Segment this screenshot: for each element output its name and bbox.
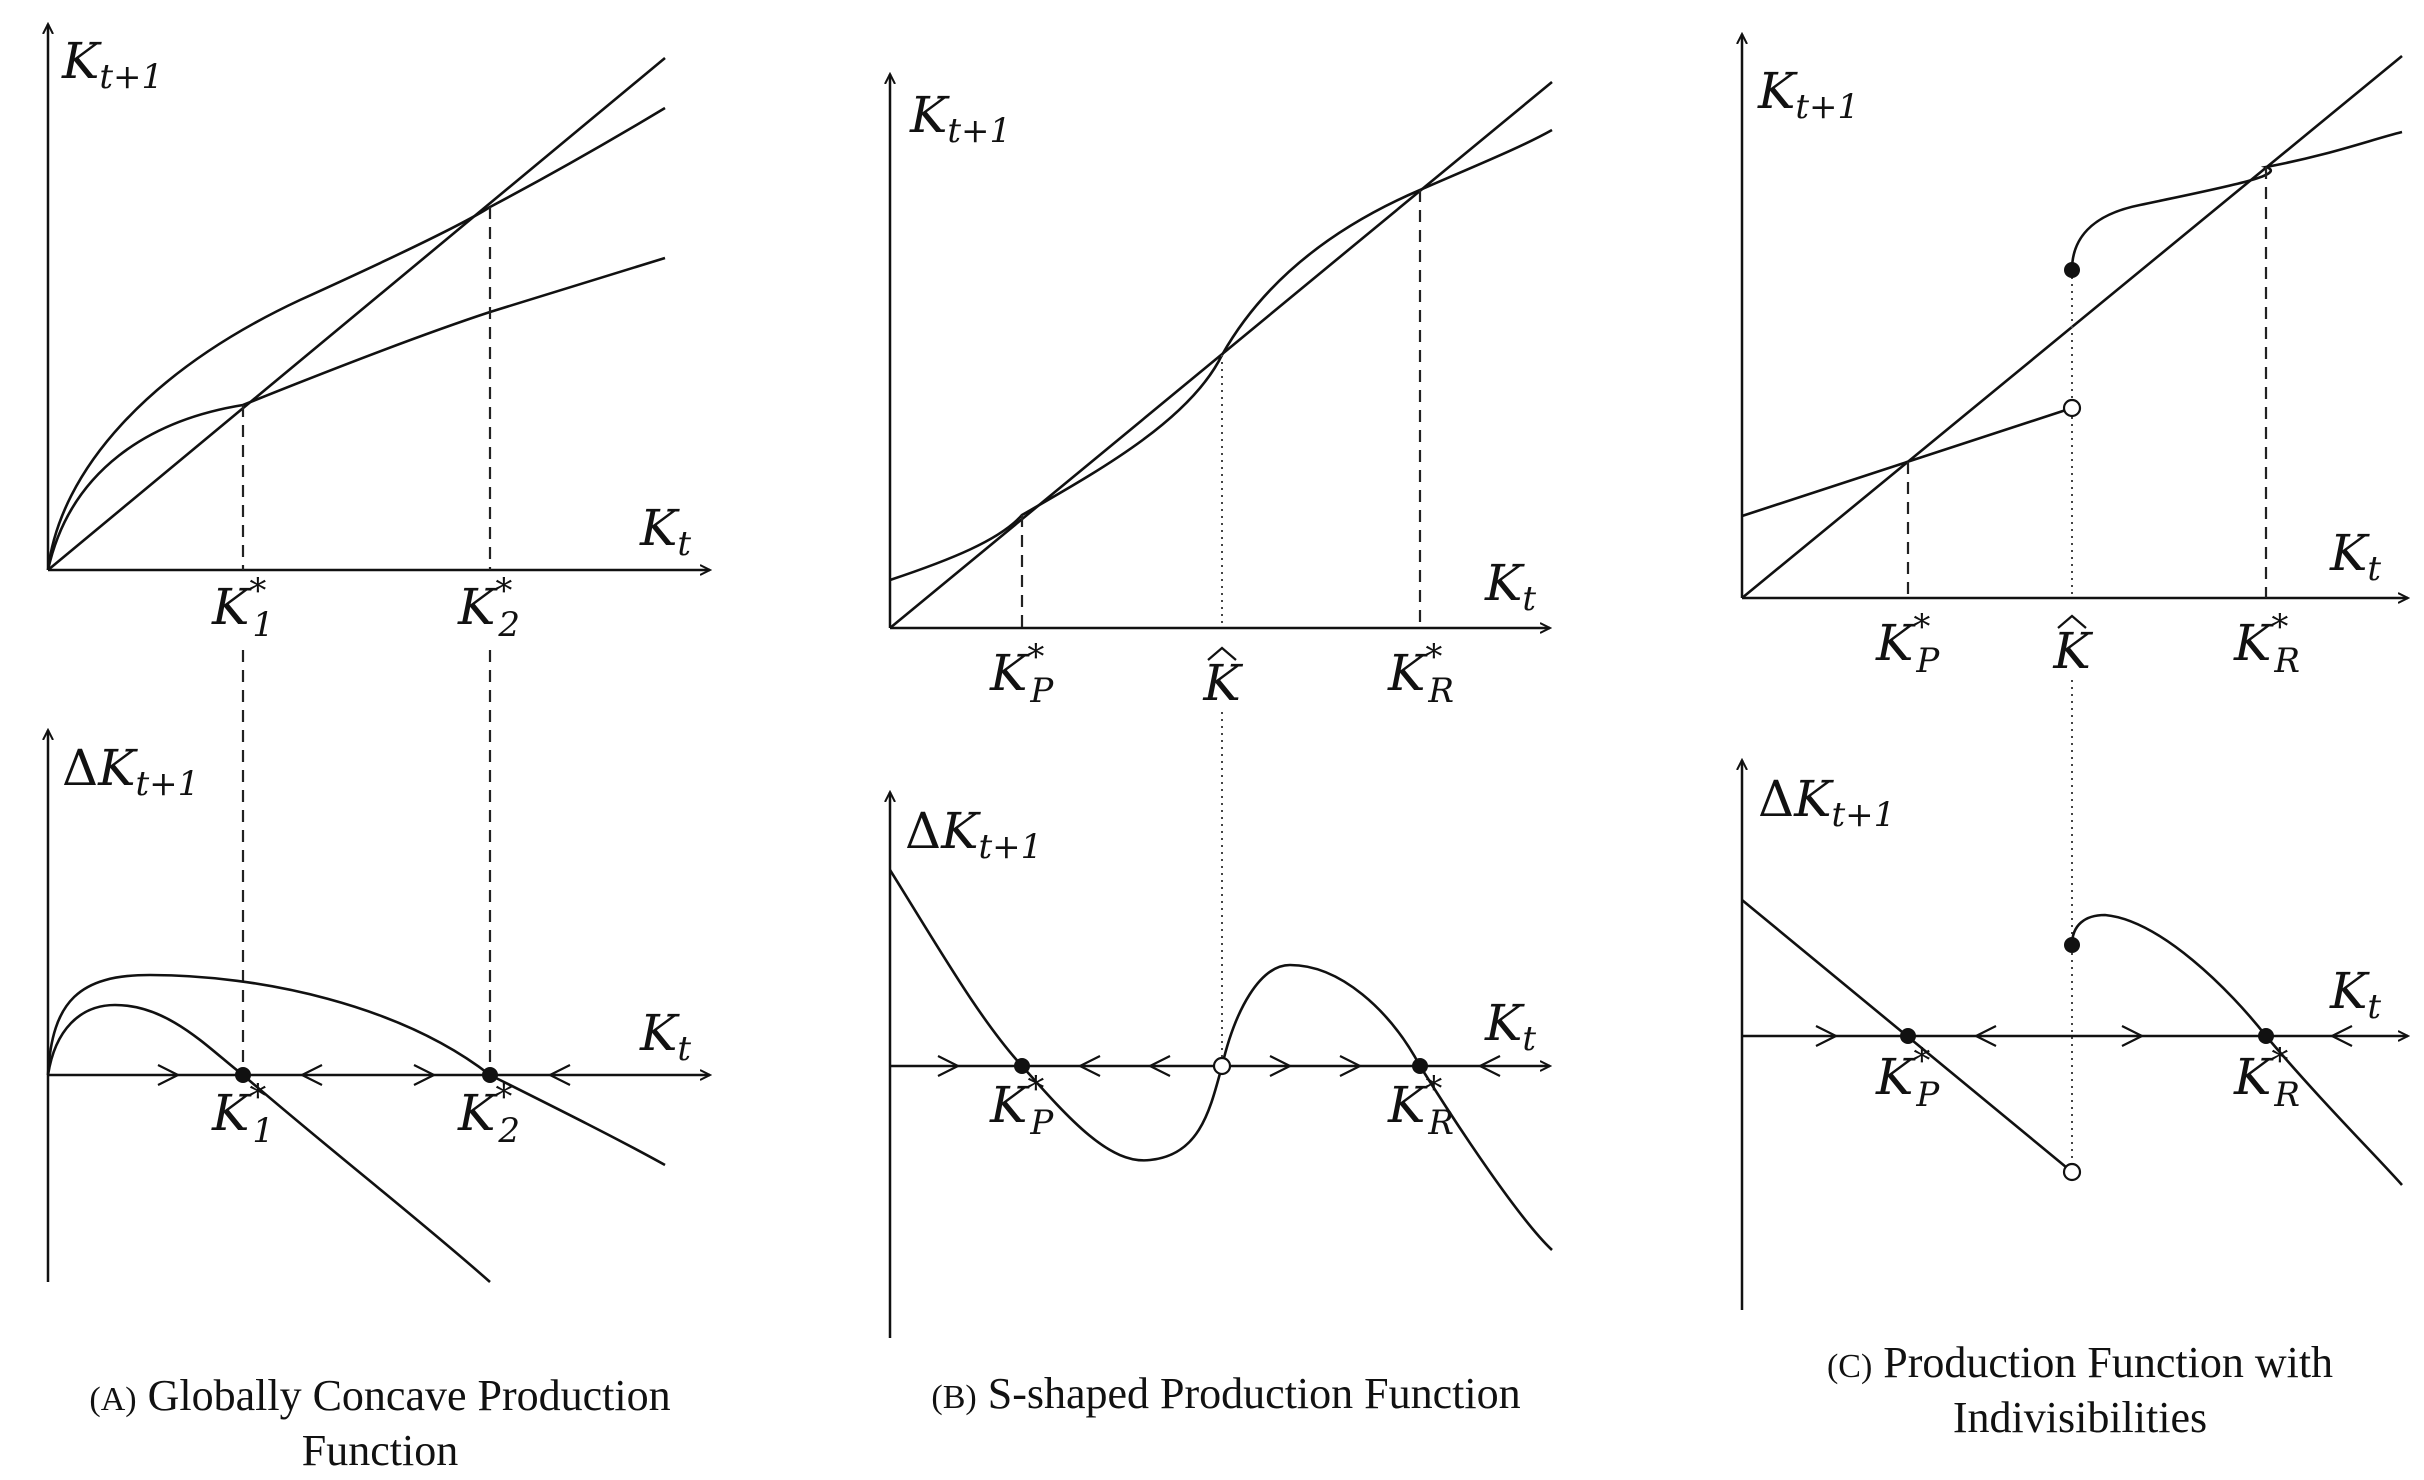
flow-arrow bbox=[299, 1064, 323, 1086]
label-kp-top: K*P bbox=[1875, 607, 1940, 681]
panel-a-top: Kt+1 Kt K*1 K*2 bbox=[48, 24, 710, 645]
label-x-bottom: Kt bbox=[2329, 962, 2381, 1027]
production-curve-low bbox=[46, 256, 666, 571]
flow-arrow bbox=[937, 1055, 961, 1077]
jump-open-bottom bbox=[2062, 1162, 2082, 1182]
label-kr-bottom: K*R bbox=[1387, 1069, 1454, 1143]
flow-arrow bbox=[1077, 1055, 1101, 1077]
caption-a-line1: (A) Globally Concave Production bbox=[89, 1371, 670, 1420]
label-y-top: Kt+1 bbox=[909, 86, 1011, 151]
label-y-top: Kt+1 bbox=[61, 32, 163, 97]
label-y-bottom: ΔKt+1 bbox=[62, 739, 199, 804]
panel-c: Kt+1 Kt K*P K K*R ΔKt+1 Kt K*P K*R (C bbox=[1742, 34, 2408, 1442]
panel-a: Kt+1 Kt K*1 K*2 ΔKt+1 Kt K*1 K*2 (A) Glo… bbox=[48, 24, 710, 1475]
caption-c-line2: Indivisibilities bbox=[1953, 1393, 2207, 1442]
label-x-bottom: Kt bbox=[639, 1004, 691, 1069]
line-45deg bbox=[47, 56, 666, 572]
label-y-bottom: ΔKt+1 bbox=[1758, 770, 1895, 835]
hat-icon bbox=[1207, 646, 1237, 661]
production-curve-high bbox=[46, 106, 666, 571]
panel-c-top: Kt+1 Kt K*P K K*R bbox=[1742, 34, 2408, 681]
flow-arrow bbox=[1339, 1055, 1363, 1077]
panel-b-top: Kt+1 Kt K*P K K*R bbox=[890, 74, 1553, 712]
label-kr-top: K*R bbox=[1387, 637, 1454, 711]
label-kp-top: K*P bbox=[989, 637, 1054, 711]
flow-arrow bbox=[157, 1064, 181, 1086]
delta-curve-high bbox=[46, 973, 666, 1167]
label-y-top: Kt+1 bbox=[1757, 62, 1859, 127]
flow-arrow bbox=[2329, 1025, 2353, 1047]
steady-state-kr bbox=[2258, 1028, 2274, 1044]
delta-curve-low bbox=[46, 1003, 491, 1283]
production-upper-segment bbox=[2070, 130, 2403, 271]
label-x-bottom: Kt bbox=[1484, 994, 1536, 1059]
steady-state-k1 bbox=[235, 1067, 251, 1083]
label-k2-top: K*2 bbox=[457, 571, 520, 645]
flow-arrow bbox=[1815, 1025, 1839, 1047]
panel-a-bottom: ΔKt+1 Kt K*1 K*2 bbox=[46, 730, 710, 1283]
caption-c-line1: (C) Production Function with bbox=[1827, 1338, 2333, 1387]
hat-icon bbox=[2057, 614, 2087, 629]
panel-b-bottom: ΔKt+1 Kt K*P K*R bbox=[890, 792, 1553, 1338]
jump-open-top bbox=[2062, 398, 2082, 418]
steady-state-kp bbox=[1014, 1058, 1030, 1074]
panel-b: Kt+1 Kt K*P K K*R ΔKt+1 Kt K*P K*R (B bbox=[890, 74, 1553, 1418]
caption-a-line2: Function bbox=[302, 1426, 458, 1475]
flow-arrow bbox=[2121, 1025, 2145, 1047]
label-k2-bottom: K*2 bbox=[457, 1077, 520, 1151]
jump-filled-bottom bbox=[2064, 937, 2080, 953]
label-kr-bottom: K*R bbox=[2233, 1041, 2300, 1115]
label-khat-top: K bbox=[2052, 622, 2093, 680]
steady-state-kr bbox=[1412, 1058, 1428, 1074]
label-k1-bottom: K*1 bbox=[211, 1077, 274, 1151]
label-y-bottom: ΔKt+1 bbox=[905, 802, 1042, 867]
caption-b-line1: (B) S-shaped Production Function bbox=[931, 1369, 1520, 1418]
panel-c-bottom: ΔKt+1 Kt K*P K*R bbox=[1742, 760, 2408, 1310]
delta-upper-segment bbox=[2070, 913, 2403, 1186]
flow-arrow bbox=[413, 1064, 437, 1086]
label-x-top: Kt bbox=[639, 499, 691, 564]
steady-state-kp bbox=[1900, 1028, 1916, 1044]
label-kr-top: K*R bbox=[2233, 607, 2300, 681]
flow-arrow bbox=[1973, 1025, 1997, 1047]
label-k1-top: K*1 bbox=[211, 571, 274, 645]
flow-arrow bbox=[1269, 1055, 1293, 1077]
flow-arrow bbox=[1477, 1055, 1501, 1077]
label-kp-bottom: K*P bbox=[1875, 1041, 1940, 1115]
jump-filled-top bbox=[2064, 262, 2080, 278]
steady-state-k2 bbox=[482, 1067, 498, 1083]
unstable-khat bbox=[1212, 1056, 1232, 1076]
label-khat-top: K bbox=[1202, 654, 1243, 712]
flow-arrow bbox=[547, 1064, 571, 1086]
label-x-top: Kt bbox=[2329, 524, 2381, 589]
flow-arrow bbox=[1147, 1055, 1171, 1077]
label-x-top: Kt bbox=[1484, 554, 1536, 619]
label-kp-bottom: K*P bbox=[989, 1069, 1054, 1143]
